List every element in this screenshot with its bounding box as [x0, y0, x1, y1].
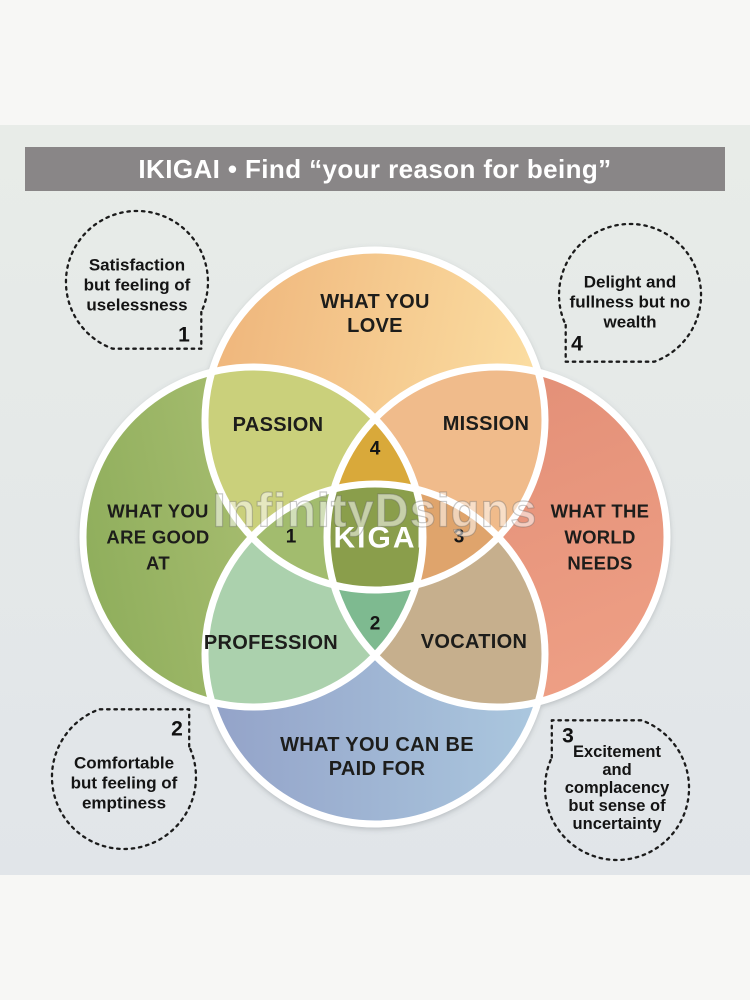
svg-text:WHAT YOU: WHAT YOU — [107, 501, 208, 522]
callout-bottom-left: Comfortable but feeling of emptiness 2 — [50, 708, 198, 851]
label-mission: MISSION — [443, 413, 530, 435]
svg-text:wealth: wealth — [603, 313, 657, 332]
svg-text:LOVE: LOVE — [347, 315, 403, 337]
callout-bubble-outline — [64, 209, 210, 350]
region-number-4: 4 — [370, 439, 381, 460]
label-passion: PASSION — [233, 414, 324, 436]
svg-text:NEEDS: NEEDS — [567, 553, 632, 574]
label-what-you-are-good-at: WHAT YOU ARE GOOD AT — [106, 501, 209, 574]
page-title: IKIGAI • Find “your reason for being” — [138, 154, 611, 184]
ikigai-poster: IKIGAI • Find “your reason for being” — [0, 125, 750, 875]
svg-text:uncertainty: uncertainty — [573, 815, 663, 833]
svg-text:WHAT THE: WHAT THE — [551, 501, 650, 522]
label-what-you-can-be-paid-for: WHAT YOU CAN BE PAID FOR — [280, 734, 474, 780]
svg-text:WHAT YOU: WHAT YOU — [320, 291, 429, 313]
svg-text:fullness but no: fullness but no — [570, 293, 691, 312]
svg-text:Comfortable: Comfortable — [74, 754, 174, 773]
callout-bottom-right: Excitement and complacency but sense of … — [543, 719, 691, 862]
svg-text:emptiness: emptiness — [82, 794, 166, 813]
svg-text:Delight and: Delight and — [584, 273, 677, 292]
label-profession: PROFESSION — [204, 632, 338, 654]
svg-text:Excitement: Excitement — [573, 743, 662, 761]
svg-text:ARE GOOD: ARE GOOD — [106, 527, 209, 548]
callout-number-1: 1 — [178, 324, 190, 347]
region-number-3: 3 — [454, 527, 465, 548]
label-what-the-world-needs: WHAT THE WORLD NEEDS — [551, 501, 650, 574]
svg-text:complacency: complacency — [565, 779, 670, 797]
callout-bubble-outline — [557, 222, 703, 363]
title-bar: IKIGAI • Find “your reason for being” — [25, 147, 725, 191]
callout-number-2: 2 — [171, 718, 183, 741]
svg-text:but feeling of: but feeling of — [71, 774, 178, 793]
label-ikigai: IKIGAI — [323, 522, 427, 555]
svg-text:Satisfaction: Satisfaction — [89, 256, 185, 275]
callout-number-3: 3 — [562, 725, 574, 748]
svg-text:AT: AT — [146, 553, 170, 574]
callout-number-4: 4 — [571, 333, 583, 356]
svg-text:WHAT YOU CAN BE: WHAT YOU CAN BE — [280, 734, 474, 756]
callout-bubble-outline — [50, 708, 198, 851]
watermark-text: InfinityDsigns — [213, 484, 538, 537]
region-number-2: 2 — [370, 614, 381, 635]
callout-top-left: Satisfaction but feeling of uselessness … — [64, 209, 210, 350]
svg-text:but feeling of: but feeling of — [84, 276, 191, 295]
callout-top-right: Delight and fullness but no wealth 4 — [557, 222, 703, 363]
ikigai-diagram-svg: IKIGAI • Find “your reason for being” — [0, 125, 750, 875]
region-number-1: 1 — [286, 527, 297, 548]
label-vocation: VOCATION — [421, 631, 527, 653]
svg-text:and: and — [602, 761, 631, 779]
circle-outlines — [79, 246, 671, 828]
callout-bubble-outline — [543, 719, 691, 862]
svg-text:WORLD: WORLD — [564, 527, 635, 548]
svg-text:but sense of: but sense of — [568, 797, 666, 815]
svg-text:PAID FOR: PAID FOR — [329, 758, 426, 780]
label-what-you-love: WHAT YOU LOVE — [320, 291, 429, 337]
svg-text:uselessness: uselessness — [86, 296, 187, 315]
